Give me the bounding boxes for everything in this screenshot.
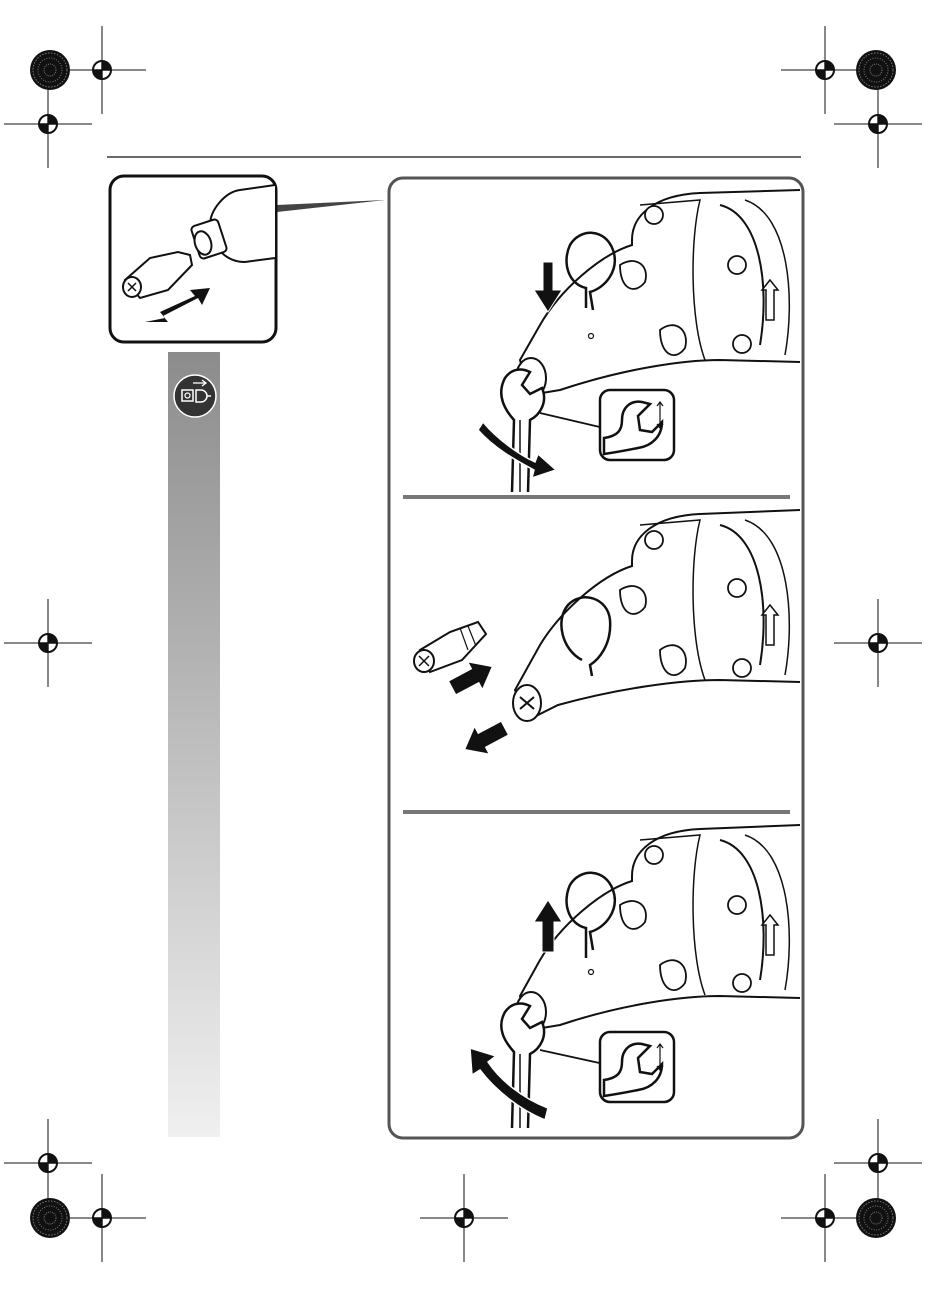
sidebar-strip [168, 352, 220, 1137]
wrench-size-icon [600, 1032, 674, 1102]
unplug-icon [174, 375, 216, 417]
wrench-size-icon [600, 390, 674, 460]
collet-overview-box [110, 176, 385, 342]
